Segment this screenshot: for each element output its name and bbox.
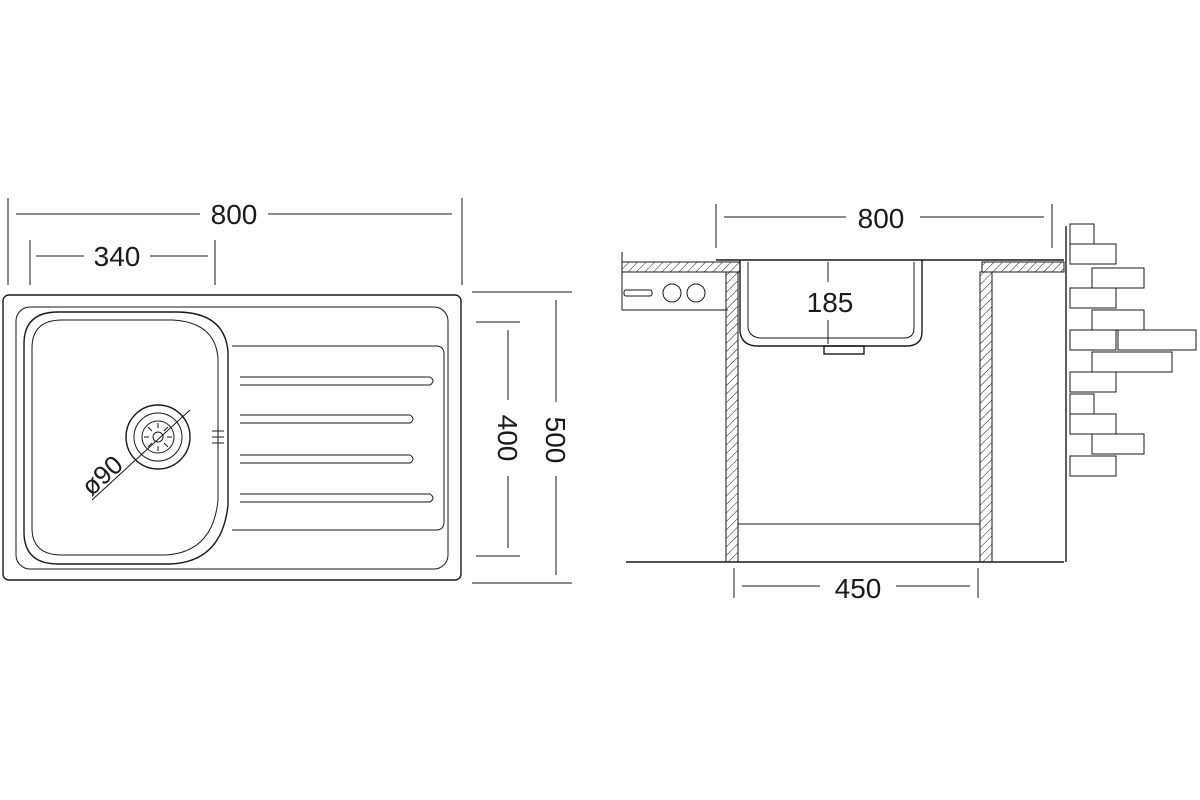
countertop-right (981, 261, 1065, 273)
dimension-label-width-total: 800 (211, 199, 258, 230)
sink-bowl (23, 311, 229, 565)
drain-diameter-label: ø90 (75, 449, 128, 501)
drain-outlet-icon (823, 345, 865, 355)
countertop-left (621, 252, 741, 311)
dimension-label-bowl-depth: 400 (492, 415, 523, 462)
top-view: 800 340 (2, 198, 572, 584)
sink-outer-rim (2, 294, 462, 581)
side-view: 800 (621, 203, 1197, 604)
drainboard-groove (240, 493, 434, 503)
drain-icon (91, 404, 191, 501)
drainboard-groove (240, 376, 434, 386)
appliance-knobs-icon (623, 283, 706, 303)
dimension-side-bowl-depth: 185 (807, 262, 854, 344)
drainboard-groove (240, 454, 414, 464)
drainboard-groove (240, 414, 414, 424)
dimension-side-width-total: 800 (715, 203, 1053, 248)
dimension-label-side-bowl-depth: 185 (807, 287, 854, 318)
dimension-label-side-width-total: 800 (858, 203, 905, 234)
overflow-icon (212, 428, 224, 446)
dimension-cabinet-width: 450 (733, 568, 979, 604)
dimension-bowl-width: 340 (29, 240, 216, 285)
cabinet-right-wall (979, 271, 993, 563)
brick-wall (1065, 223, 1197, 562)
sink-bowl-side-inner (747, 262, 915, 339)
dimension-width-total: 800 (7, 198, 463, 285)
dimension-depth-total: 500 (472, 291, 572, 584)
dimension-label-bowl-width: 340 (94, 241, 141, 272)
drainboard (232, 345, 445, 531)
dimension-label-cabinet-width: 450 (835, 573, 882, 604)
sink-bowl-inner (31, 319, 219, 556)
sink-inner-rim (15, 306, 449, 570)
dimension-bowl-depth: 400 (476, 321, 523, 557)
dimension-label-depth-total: 500 (540, 417, 571, 464)
drainboard-grooves (240, 376, 434, 503)
cabinet-left-wall (725, 271, 739, 563)
